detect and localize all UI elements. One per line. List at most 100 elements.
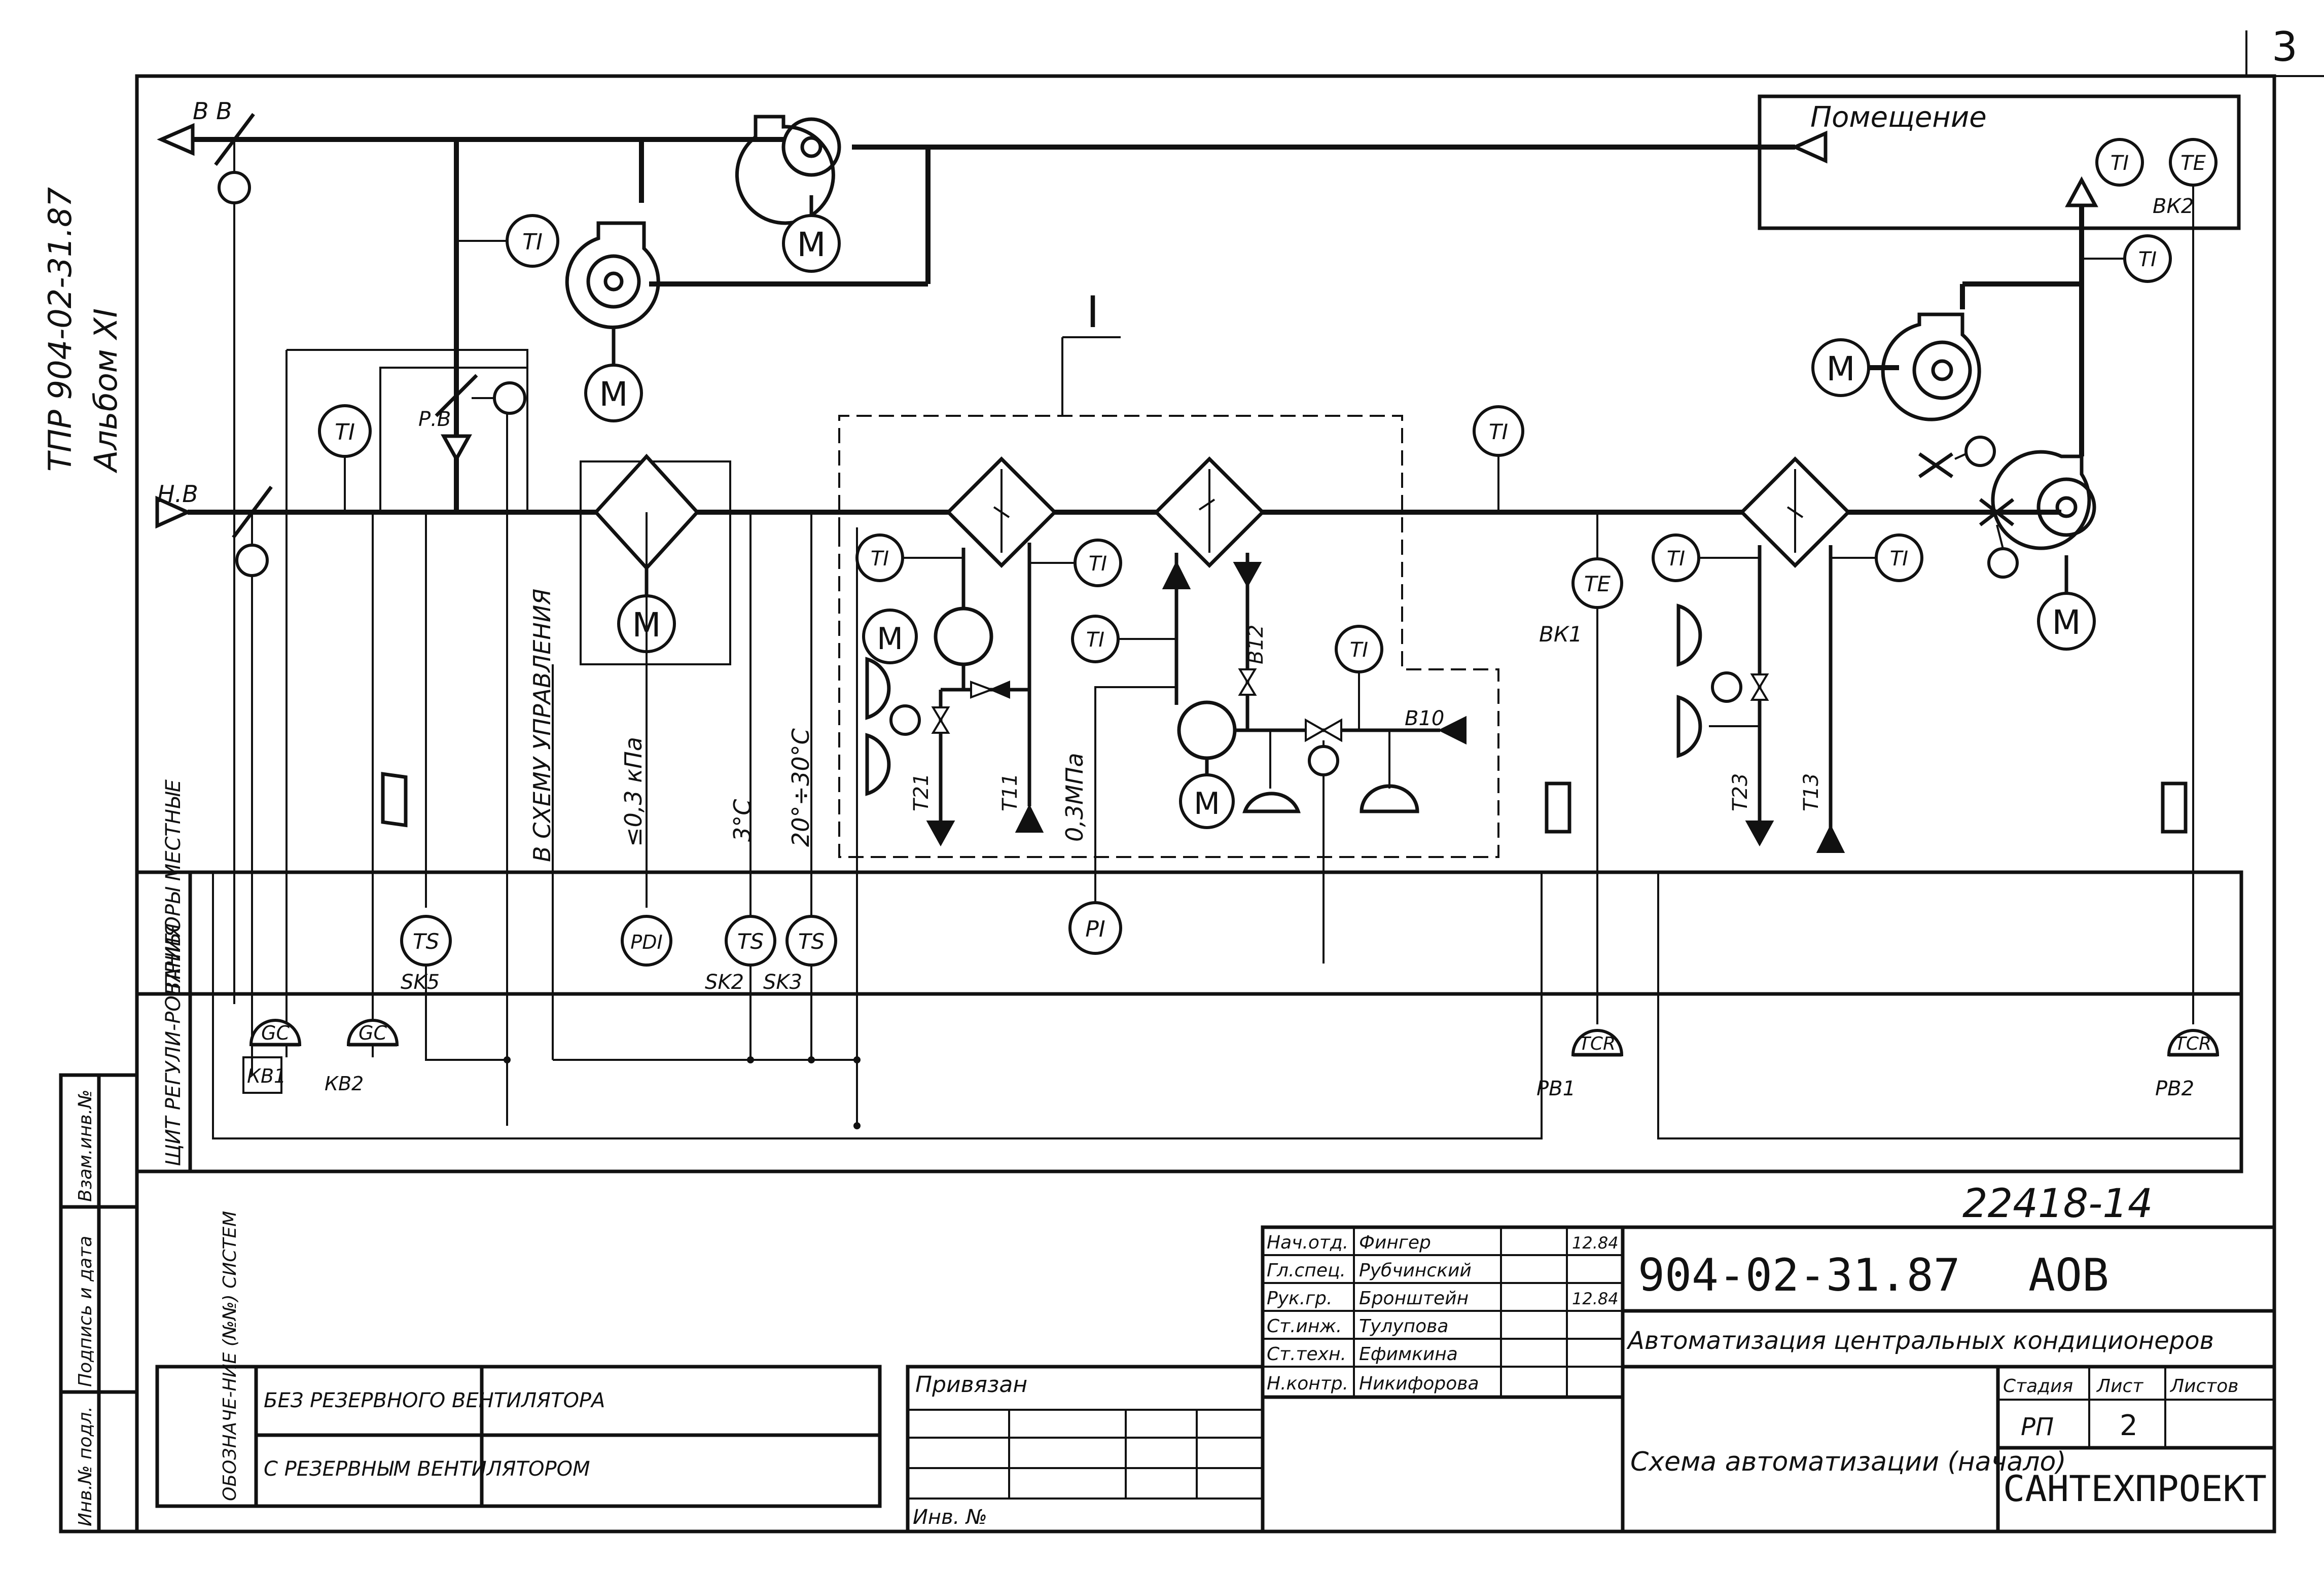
svg-text:М: М xyxy=(1827,349,1855,388)
drawing-frame: 3 xyxy=(135,23,2324,1534)
svg-text:3°С: 3°С xyxy=(729,799,756,842)
svg-text:2: 2 xyxy=(2120,1409,2138,1442)
svg-text:ТI: ТI xyxy=(1350,638,1368,662)
gc-kb1 xyxy=(249,1019,302,1046)
svg-text:КВ1: КВ1 xyxy=(247,1065,286,1087)
svg-text:12.84: 12.84 xyxy=(1572,1233,1619,1253)
ts-sk2 xyxy=(725,915,776,967)
tcr-pb1 xyxy=(1571,1029,1624,1056)
svg-text:Ефимкина: Ефимкина xyxy=(1359,1344,1458,1365)
exhaust-air-label: В В xyxy=(193,97,232,125)
return-fan: М xyxy=(565,221,660,422)
svg-text:ТЕ: ТЕ xyxy=(2180,152,2206,175)
svg-text:GC: GC xyxy=(359,1022,387,1044)
project-code: 904-02-31.87 xyxy=(1638,1249,1960,1301)
svg-text:М: М xyxy=(1194,786,1220,822)
room-label: Помещение xyxy=(1810,101,1987,134)
outside-air-arrow xyxy=(155,495,192,529)
ti-recirc xyxy=(506,214,559,268)
svg-text:В10: В10 xyxy=(1405,707,1444,730)
svg-text:ТI: ТI xyxy=(1489,419,1508,444)
supply-fan-main-motor xyxy=(2037,592,2096,651)
svg-text:12.84: 12.84 xyxy=(1572,1289,1619,1308)
recirc-valve-label: Р.В xyxy=(418,408,451,431)
svg-text:ТI: ТI xyxy=(522,229,543,255)
svg-text:Инв.№ подл.: Инв.№ подл. xyxy=(75,1406,96,1526)
svg-text:ВК1: ВК1 xyxy=(1539,622,1582,647)
exhaust-air-arrow xyxy=(157,123,195,156)
svg-text:ТI: ТI xyxy=(871,547,889,570)
svg-text:Нач.отд.: Нач.отд. xyxy=(1267,1232,1348,1253)
instruments: ТI ТI ТI ТI ТI ТI PI ТI ТЕ ВК1 xyxy=(318,138,2218,1024)
svg-text:Инв. №: Инв. № xyxy=(913,1506,987,1529)
pdi xyxy=(621,915,672,967)
svg-text:М: М xyxy=(877,621,903,657)
svg-text:Гл.спец.: Гл.спец. xyxy=(1267,1260,1346,1281)
systems-table: ОБОЗНАЧЕ-НИЕ (№№) СИСТЕМ БЕЗ РЕЗЕРВНОГО … xyxy=(155,1211,882,1508)
svg-text:РВ2: РВ2 xyxy=(2155,1077,2194,1100)
side-title-album: Альбом XI xyxy=(87,308,124,474)
svg-text:Т21: Т21 xyxy=(910,773,933,811)
heater-1: М Т21 Т11 xyxy=(862,456,1057,847)
svg-text:В СХЕМУ УПРАВЛЕНИЯ: В СХЕМУ УПРАВЛЕНИЯ xyxy=(528,589,556,862)
svg-text:ТS: ТS xyxy=(413,929,439,954)
svg-text:Бронштейн: Бронштейн xyxy=(1359,1288,1469,1309)
heater-2: Т23 Т13 xyxy=(1676,456,1851,853)
side-title-code: ТПР 904-02-31.87 xyxy=(42,187,79,472)
side-title: ТПР 904-02-31.87 Альбом XI xyxy=(42,187,124,474)
svg-text:ТS: ТS xyxy=(798,929,825,954)
section-I: I xyxy=(838,287,1499,858)
supply-fan-main: М xyxy=(1991,450,2096,651)
svg-text:КВ2: КВ2 xyxy=(325,1073,364,1095)
svg-text:Т23: Т23 xyxy=(1729,773,1752,811)
svg-text:ТI: ТI xyxy=(1890,547,1908,570)
stamp-number: 22418-14 xyxy=(1962,1181,2153,1227)
ts-sk3 xyxy=(785,915,837,967)
row-local-instruments: ПРИБОРЫ МЕСТНЫЕ xyxy=(162,779,185,989)
panel-instruments: GC КВ1 GC КВ2 TCR РВ1 TCR РВ2 xyxy=(242,1019,2220,1100)
svg-text:SK3: SK3 xyxy=(763,971,802,994)
svg-text:ТI: ТI xyxy=(2138,248,2157,271)
binding-table: Привязан Инв. № xyxy=(906,1365,1265,1534)
exhaust-fan-motor xyxy=(782,214,841,273)
svg-text:Лист: Лист xyxy=(2096,1376,2143,1397)
vertical-notes: В СХЕМУ УПРАВЛЕНИЯ ≤0,3 кПа 3°С 20°÷30°С… xyxy=(528,589,1088,862)
svg-text:SK5: SK5 xyxy=(401,971,440,994)
svg-text:ТS: ТS xyxy=(737,929,764,954)
svg-text:Стадия: Стадия xyxy=(2003,1376,2073,1397)
svg-text:Ст.инж.: Ст.инж. xyxy=(1267,1316,1342,1337)
sheet-title: Схема автоматизации (начало) xyxy=(1630,1447,2066,1477)
return-fan-motor xyxy=(584,364,643,422)
outside-air-label: Н.В xyxy=(157,480,198,508)
svg-text:ТI: ТI xyxy=(2111,152,2129,175)
svg-text:ОБОЗНАЧЕ-НИЕ (№№) СИСТЕМ: ОБОЗНАЧЕ-НИЕ (№№) СИСТЕМ xyxy=(220,1211,240,1501)
svg-text:Рук.гр.: Рук.гр. xyxy=(1267,1288,1332,1309)
outside-damper xyxy=(232,485,273,1075)
svg-text:ТI: ТI xyxy=(1667,547,1685,570)
gc-kb2 xyxy=(346,1019,399,1046)
air-ducts xyxy=(155,123,2098,529)
svg-text:Фингер: Фингер xyxy=(1359,1232,1431,1253)
svg-text:TCR: TCR xyxy=(2175,1033,2211,1054)
ti-outside xyxy=(318,404,372,458)
row-control-panel: ЩИТ РЕГУЛИ-РОВАНИЯ xyxy=(162,923,185,1166)
svg-text:ТI: ТI xyxy=(1089,552,1107,576)
svg-text:PDI: PDI xyxy=(630,931,662,953)
svg-text:Т11: Т11 xyxy=(998,773,1022,811)
svg-text:В12: В12 xyxy=(1244,625,1268,664)
recirc-damper: Р.В xyxy=(379,367,528,513)
svg-text:ТI: ТI xyxy=(335,419,355,445)
section-mark: I xyxy=(1086,287,1099,338)
svg-text:РП: РП xyxy=(2021,1413,2054,1441)
svg-text:БЕЗ РЕЗЕРВНОГО ВЕНТИЛЯТОРА: БЕЗ РЕЗЕРВНОГО ВЕНТИЛЯТОРА xyxy=(264,1389,605,1412)
svg-text:ТI: ТI xyxy=(1086,628,1104,652)
svg-text:С РЕЗЕРВНЫМ ВЕНТИЛЯТОРОМ: С РЕЗЕРВНЫМ ВЕНТИЛЯТОРОМ xyxy=(264,1457,590,1481)
svg-text:Привязан: Привязан xyxy=(915,1372,1027,1398)
svg-text:М: М xyxy=(797,225,826,264)
svg-text:TCR: TCR xyxy=(1579,1033,1616,1054)
sheet-corner-number: 3 xyxy=(2272,23,2298,70)
svg-text:Т13: Т13 xyxy=(1800,773,1823,811)
fan-outlet-damper xyxy=(1918,436,1996,478)
svg-text:М: М xyxy=(2052,603,2081,642)
supply-fan-top: М xyxy=(1811,312,1981,421)
